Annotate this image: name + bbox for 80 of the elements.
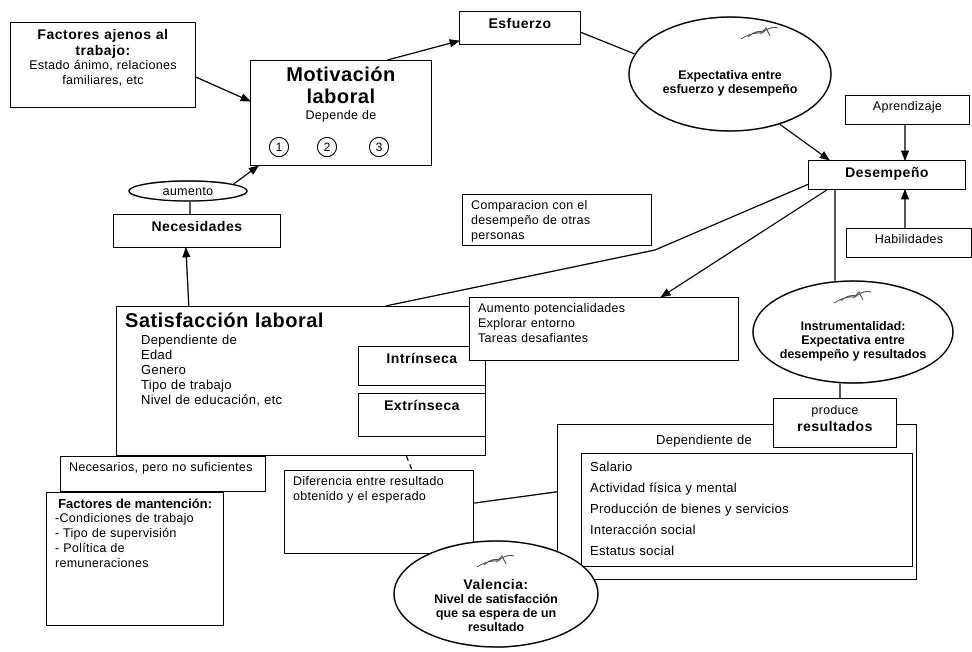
factor-box [846,228,972,258]
node-text: Estado ánimo, relaciones familiares, etc [28,58,178,88]
node-text: Interacción social [590,522,696,537]
note-box [10,22,196,108]
note-box [60,456,266,492]
node-text: resultados [797,418,873,434]
node-text: -Condiciones de trabajo [55,511,194,526]
node-text: Habilidades [874,232,944,247]
node-text: Actividad física y mental [590,480,737,495]
number-circle [369,137,389,157]
node-text: Necesarios, pero no suficientes [69,460,253,475]
arrow [387,39,460,61]
connector-line [474,491,558,504]
node-text: 3 [376,141,382,153]
arrow [900,125,910,162]
arrow [660,189,828,298]
number-circle [269,137,289,157]
note-box [469,297,739,361]
arrow [182,246,191,306]
node-text: Aumento potencialidades [478,301,626,316]
expectation-ellipse [628,16,832,132]
node-text: Dependiente de [140,332,237,347]
node-text: Extrínseca [384,397,460,413]
node-text: Edad [140,347,173,362]
process-box [113,214,281,248]
node-text: Esfuerzo [488,15,552,31]
type-box [358,393,486,437]
node-text: Genero [140,362,186,377]
node-text: Expectativa entre esfuerzo y desempeño [662,68,798,96]
type-box [358,346,486,386]
process-box [459,11,581,45]
node-text: Factores ajenos al trabajo: [36,26,170,58]
node-text: 1 [276,141,282,153]
process-box [250,60,432,166]
node-text: Comparacion con el desempeño de otras personas [471,198,592,243]
list-box [581,453,913,567]
connector-line [189,202,191,214]
label-box [773,398,897,448]
arrow [900,188,910,228]
note-box [462,194,652,246]
connector-line [406,456,413,470]
expectation-ellipse [752,280,954,384]
node-text: Producción de bienes y servicios [590,501,789,516]
node-text: - Tipo de supervisión [55,526,177,541]
node-text: Aprendizaje [872,99,942,114]
node-text: - Política de remuneraciones [55,541,150,571]
node-text: Tareas desafiantes [478,331,588,346]
node-text: Nivel de satisfacción que sa espera de un resultado [433,592,559,634]
node-text: Valencia: [463,576,529,592]
node-text: produce [811,403,859,418]
arrow [780,124,830,161]
node-text: Depende de [305,108,377,123]
process-box [808,160,966,190]
node-text: Intrínseca [386,350,458,366]
node-text: Estatus social [590,543,674,558]
label-ellipse [128,180,248,202]
node-text: Explorar entorno [478,316,576,331]
factor-box [845,95,970,125]
node-text: Factores de mantención: [58,496,212,511]
node-text: Nivel de educación, etc [140,392,282,407]
connector-line [839,384,841,398]
node-text: Desempeño [845,164,929,180]
connector-line [834,190,836,281]
node-text: Dependiente de [655,432,752,447]
note-box [284,470,474,554]
connector-line [385,184,808,307]
arrow [233,165,260,184]
note-box [46,492,224,626]
node-text: Tipo de trabajo [140,377,232,392]
node-text: 2 [324,141,330,153]
number-circle [317,137,337,157]
node-text: Necesidades [151,218,243,234]
arrow [196,76,251,102]
connector-line [580,32,635,54]
node-text: aumento [162,184,214,198]
node-text: Diferencia entre resultado obtenido y el esperado [293,474,445,504]
node-text: Satisfacción laboral [125,310,324,332]
node-text: Motivación laboral [285,64,397,108]
node-text: Instrumentalidad: Expectativa entre desempeño y resultados [778,319,928,361]
node-text: Salario [590,459,633,474]
